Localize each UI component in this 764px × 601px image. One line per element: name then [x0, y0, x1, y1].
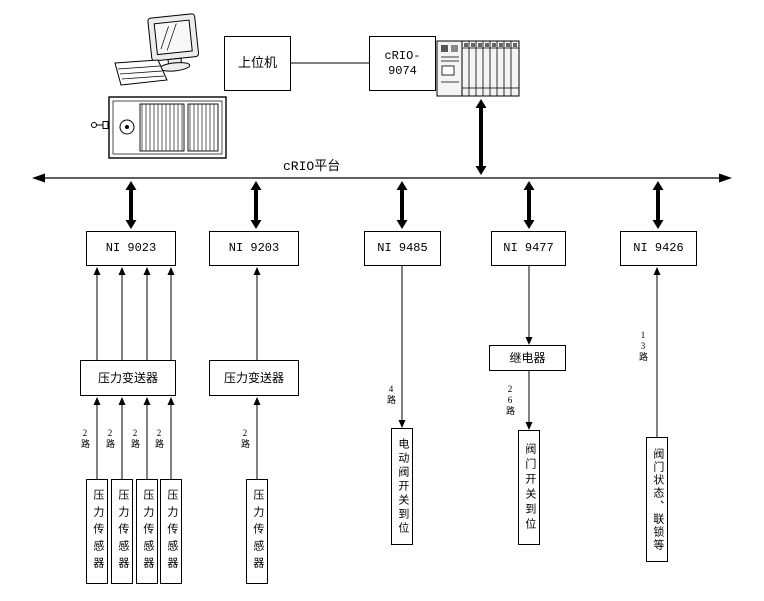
arrow-transmitter2-to-ni9203	[253, 267, 261, 360]
channel-count-label: 2路	[130, 428, 140, 449]
sensor-label: 压力传感器	[251, 489, 264, 574]
controller-label: cRIO- 9074	[384, 48, 421, 78]
server-icon	[108, 96, 227, 159]
module-box-ni-9477: NI 9477	[491, 231, 566, 266]
channel-count-label: 2路	[105, 428, 115, 449]
arrow-bus-ni9023	[125, 181, 137, 229]
arrow-sensor5-to-transmitter2	[253, 397, 261, 479]
channel-count-label: 26路	[505, 384, 515, 416]
module-label: NI 9023	[105, 241, 157, 255]
sensor-box-1: 压力传感器	[86, 479, 108, 584]
sensor-box-5: 压力传感器	[246, 479, 268, 584]
host-computer-box: 上位机	[224, 36, 291, 91]
sensor-box-4: 压力传感器	[160, 479, 182, 584]
channel-count-label: 4路	[386, 384, 396, 405]
module-label: NI 9485	[377, 241, 428, 255]
host-computer-label: 上位机	[237, 55, 277, 71]
transmitter-box-1: 压力变送器	[80, 360, 176, 396]
arrow-signal3-to-ni9426	[653, 267, 661, 437]
module-box-ni-9426: NI 9426	[620, 231, 697, 266]
arrow-bus-ni9477	[523, 181, 535, 229]
module-label: NI 9426	[633, 241, 684, 255]
module-box-ni-9203: NI 9203	[209, 231, 299, 266]
module-box-ni-9023: NI 9023	[86, 231, 176, 266]
arrow-ni9485-to-signal1	[398, 266, 406, 428]
arrow-controller-bus	[475, 99, 487, 175]
module-box-ni-9485: NI 9485	[364, 231, 441, 266]
transmitter-box-2: 压力变送器	[209, 360, 299, 396]
sensor-label: 压力传感器	[91, 489, 104, 574]
bus-line	[32, 173, 732, 183]
sensor-box-2: 压力传感器	[111, 479, 133, 584]
signal-label: 电动阀开关到位	[396, 437, 409, 536]
connector-plug-icon	[91, 121, 109, 129]
arrows-sensors-to-transmitter1	[93, 397, 175, 479]
signal-label: 阀门开关到位	[523, 442, 536, 533]
arrows-transmitter1-to-ni9023	[93, 267, 175, 360]
signal-box-valve-switch: 阀门开关到位	[518, 430, 540, 545]
transmitter-label: 压力变送器	[223, 370, 284, 385]
signal-label: 阀门状态、联锁等	[651, 447, 664, 552]
arrow-bus-ni9203	[250, 181, 262, 229]
arrow-bus-ni9485	[396, 181, 408, 229]
sensor-label: 压力传感器	[165, 489, 178, 574]
transmitter-label: 压力变送器	[97, 370, 158, 385]
arrow-relay-to-signal2	[525, 371, 533, 430]
channel-count-label: 2路	[240, 428, 250, 449]
signal-box-valve-status: 阀门状态、联锁等	[646, 437, 668, 562]
desktop-computer-icon	[114, 13, 200, 86]
arrow-ni9477-to-relay	[525, 266, 533, 345]
signal-box-electric-valve: 电动阀开关到位	[391, 428, 413, 545]
module-label: NI 9477	[503, 241, 554, 255]
module-label: NI 9203	[228, 241, 280, 255]
sensor-label: 压力传感器	[116, 489, 129, 574]
arrow-bus-ni9426	[652, 181, 664, 229]
channel-count-label: 2路	[80, 428, 90, 449]
sensor-box-3: 压力传感器	[136, 479, 158, 584]
controller-box: cRIO- 9074	[369, 36, 436, 91]
crio-controller-device-icon	[436, 40, 520, 97]
relay-label: 继电器	[509, 350, 546, 365]
relay-box: 继电器	[489, 345, 566, 371]
bus-label: cRIO平台	[283, 159, 341, 174]
channel-count-label: 13路	[638, 330, 648, 362]
channel-count-label: 2路	[154, 428, 164, 449]
sensor-label: 压力传感器	[141, 489, 154, 574]
